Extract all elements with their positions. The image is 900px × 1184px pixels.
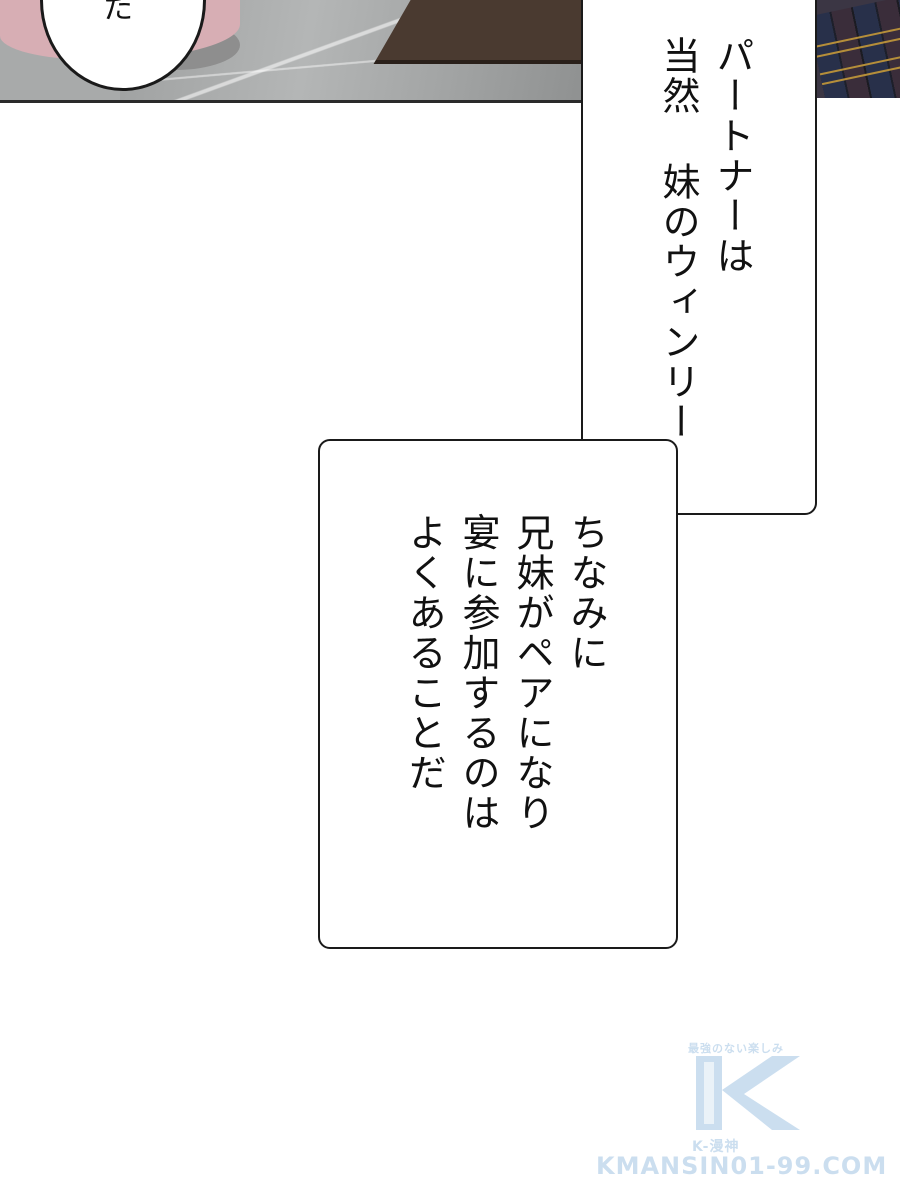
watermark: 最強のない楽しみ K-漫神 KMANSIN01-99.COM — [596, 1038, 896, 1184]
narration-text-partner: パートナーは 当然 妹のウィンリー — [651, 36, 759, 456]
speech-bubble-text: た — [103, 0, 133, 26]
book-stripe — [819, 50, 900, 86]
narration-text-siblings: ちなみに 兄妹がペアになり 宴に参加するのは よくあることだ — [397, 513, 613, 933]
watermark-tagline: 最強のない楽しみ — [688, 1042, 784, 1055]
narration-line: ちなみに — [564, 513, 608, 673]
books — [808, 0, 900, 98]
narration-line: 宴に参加するのは — [456, 513, 500, 833]
narration-line: 当然 妹のウィンリー — [656, 36, 700, 442]
watermark-domain: KMANSIN01-99.COM — [596, 1152, 888, 1180]
watermark-logo-icon — [696, 1056, 800, 1130]
narration-line: よくあることだ — [402, 513, 446, 793]
book-stripe — [814, 23, 900, 58]
narration-line: 兄妹がペアになり — [510, 513, 554, 833]
comic-panel-top: た — [0, 0, 590, 103]
narration-line: パートナーは — [710, 36, 754, 276]
narration-box-partner: パートナーは 当然 妹のウィンリー — [581, 0, 817, 515]
narration-box-siblings: ちなみに 兄妹がペアになり 宴に参加するのは よくあることだ — [318, 439, 678, 949]
watermark-subtitle: K-漫神 — [692, 1139, 740, 1155]
dark-furniture — [373, 0, 590, 64]
comic-panel-top-right — [808, 0, 900, 98]
